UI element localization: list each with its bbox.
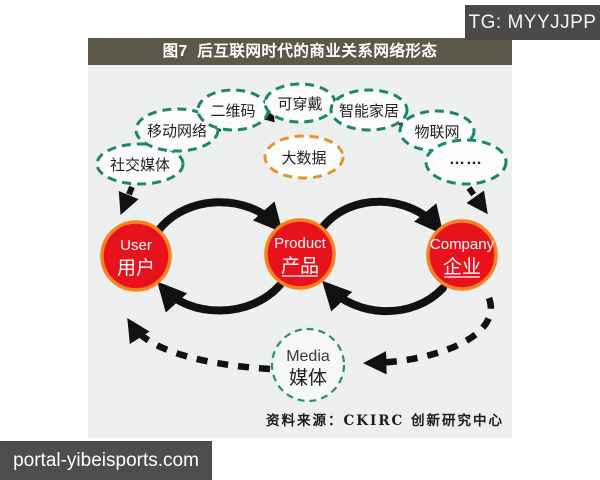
tg-badge: TG: MYYJJPP (465, 5, 600, 40)
source-caption: 资料来源：CKIRC 创新研究中心 (266, 413, 504, 429)
figure-canvas (88, 65, 512, 438)
figure-title: 图7 后互联网时代的商业关系网络形态 (88, 38, 512, 65)
figure-panel: 图7 后互联网时代的商业关系网络形态 (88, 38, 512, 438)
watermark-url: portal-yibeisports.com (0, 441, 212, 480)
